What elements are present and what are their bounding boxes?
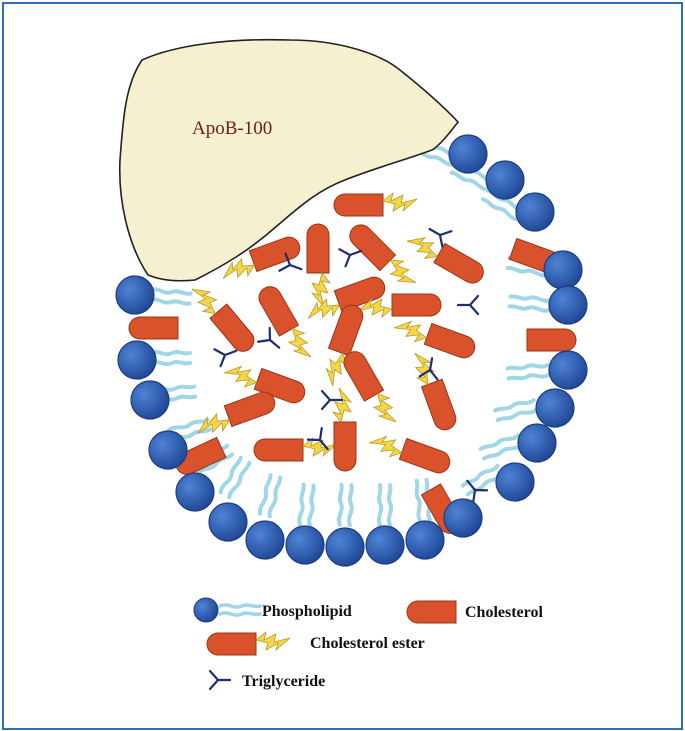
legend-phospholipid-icon xyxy=(193,597,262,623)
legend-cholesterol-label: Cholesterol xyxy=(465,604,543,621)
legend-cholesterol-ester-label: Cholesterol ester xyxy=(310,635,425,652)
phospholipid-heads xyxy=(115,134,588,567)
legend-cholesterol-ester-icon xyxy=(207,632,290,655)
legend-phospholipid-label: Phospholipid xyxy=(262,603,352,620)
apob-100-protein xyxy=(118,38,460,282)
legend: Phospholipid Cholesterol Cholesterol est… xyxy=(193,597,543,691)
legend-triglyceride-label: Triglyceride xyxy=(242,673,325,690)
legend-cholesterol-icon xyxy=(406,600,457,624)
apob-100-label: ApoB-100 xyxy=(192,118,272,139)
legend-triglyceride-icon xyxy=(208,669,232,691)
